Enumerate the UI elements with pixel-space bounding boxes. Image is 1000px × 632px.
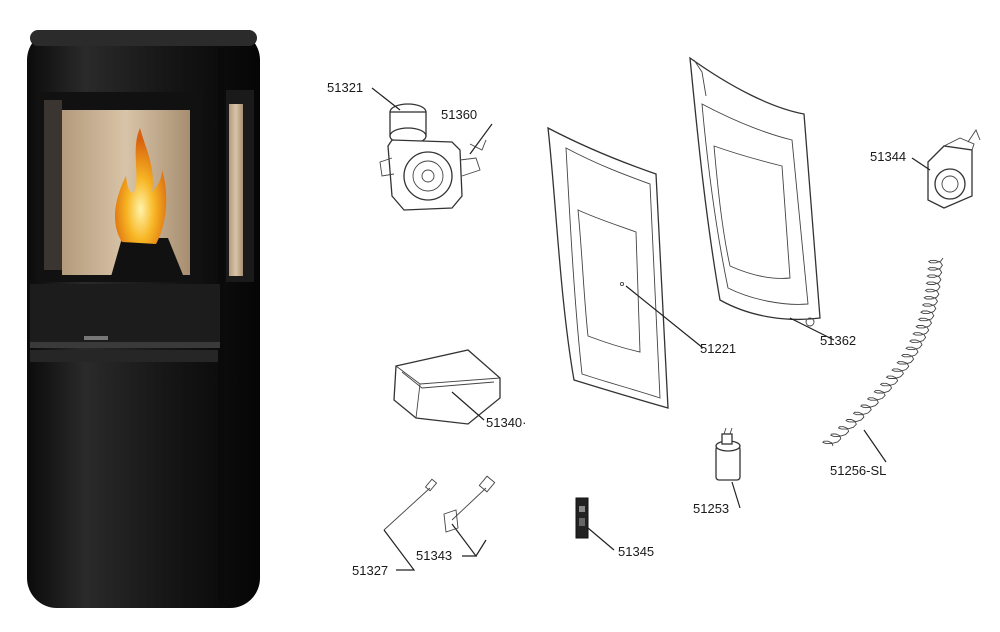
stove-flame — [114, 128, 167, 244]
callout-51253: 51253 — [693, 501, 729, 516]
stove-door-bar — [30, 284, 220, 342]
stove-lower-door — [30, 350, 218, 362]
stove-badge — [84, 336, 108, 340]
callout-51362: 51362 — [820, 333, 856, 348]
stove-side-panel-edge — [218, 48, 224, 603]
spiral-cable-part — [822, 257, 944, 447]
curved-glass-part — [547, 126, 669, 409]
fan-assembly-part — [379, 103, 487, 211]
stove-left-glass — [44, 100, 62, 270]
stove-ember-bed — [110, 238, 185, 280]
callout-labels: 51321 51360 51344 51221 51362 51340· 512… — [327, 80, 906, 578]
callout-51344: 51344 — [870, 149, 906, 164]
stove-side-firebrick — [229, 104, 243, 276]
callout-51256-SL: 51256-SL — [830, 463, 886, 478]
callout-51360: 51360 — [441, 107, 477, 122]
callout-51221: 51221 — [700, 341, 736, 356]
motor-part — [715, 427, 741, 481]
curved-door-part — [689, 56, 821, 327]
callout-51321: 51321 — [327, 80, 363, 95]
stove-photo — [27, 30, 260, 608]
callout-51343: 51343 — [416, 548, 452, 563]
callout-51340: 51340· — [486, 415, 526, 430]
callout-51345: 51345 — [618, 544, 654, 559]
callout-51327: 51327 — [352, 563, 388, 578]
sensor-bracket-part — [443, 475, 496, 533]
stove-top — [30, 30, 257, 46]
stove-seam — [30, 342, 220, 348]
switch-part — [575, 497, 589, 539]
sensor-wire-part — [383, 478, 438, 531]
leader-lines — [371, 87, 931, 571]
blower-part — [927, 129, 981, 209]
ash-tray-part — [393, 349, 501, 425]
